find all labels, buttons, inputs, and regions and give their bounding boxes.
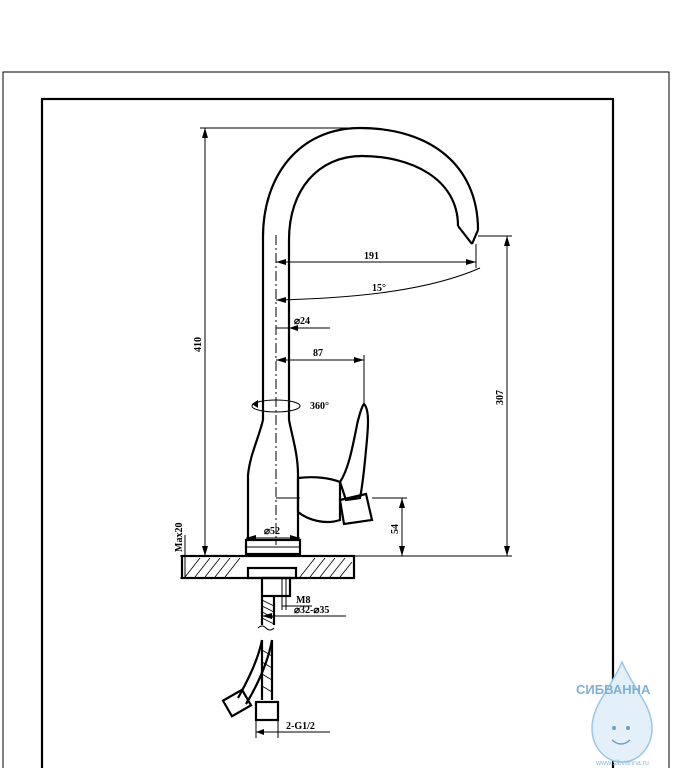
rotation-arrow (251, 399, 301, 413)
reach-label: 191 (364, 251, 379, 262)
supply-hoses (221, 596, 280, 722)
outer-frame (2, 71, 670, 768)
faucet-column (246, 235, 300, 545)
total-height-label: 410 (193, 337, 204, 352)
angle-label: 15° (372, 283, 386, 294)
thread-label: M8 (296, 595, 310, 606)
watermark-url: www.sibvanna.ru (595, 760, 649, 767)
base-diameter-label: ⌀52 (264, 526, 280, 537)
faucet-spout (261, 126, 480, 245)
handle-height-label: 54 (390, 524, 401, 534)
dimension-lines (180, 127, 512, 738)
handle-reach-label: 87 (313, 348, 323, 359)
max-thickness-label: Max20 (174, 523, 185, 552)
pipe-diameter-label: ⌀24 (294, 316, 310, 327)
rotation-label: 360° (310, 401, 329, 412)
watermark-brand: СИБВАННА (576, 682, 651, 697)
hose-connection-label: 2-G1/2 (286, 721, 315, 732)
faucet-handle (276, 402, 374, 526)
faucet-base (244, 538, 302, 556)
watermark-logo: СИБВАННА www.sibvanna.ru (576, 660, 653, 767)
spout-height-label: 307 (495, 390, 506, 405)
mounting-hardware (246, 566, 298, 610)
hole-diameter-label: ⌀32-⌀35 (294, 605, 329, 616)
inner-frame (40, 97, 615, 768)
